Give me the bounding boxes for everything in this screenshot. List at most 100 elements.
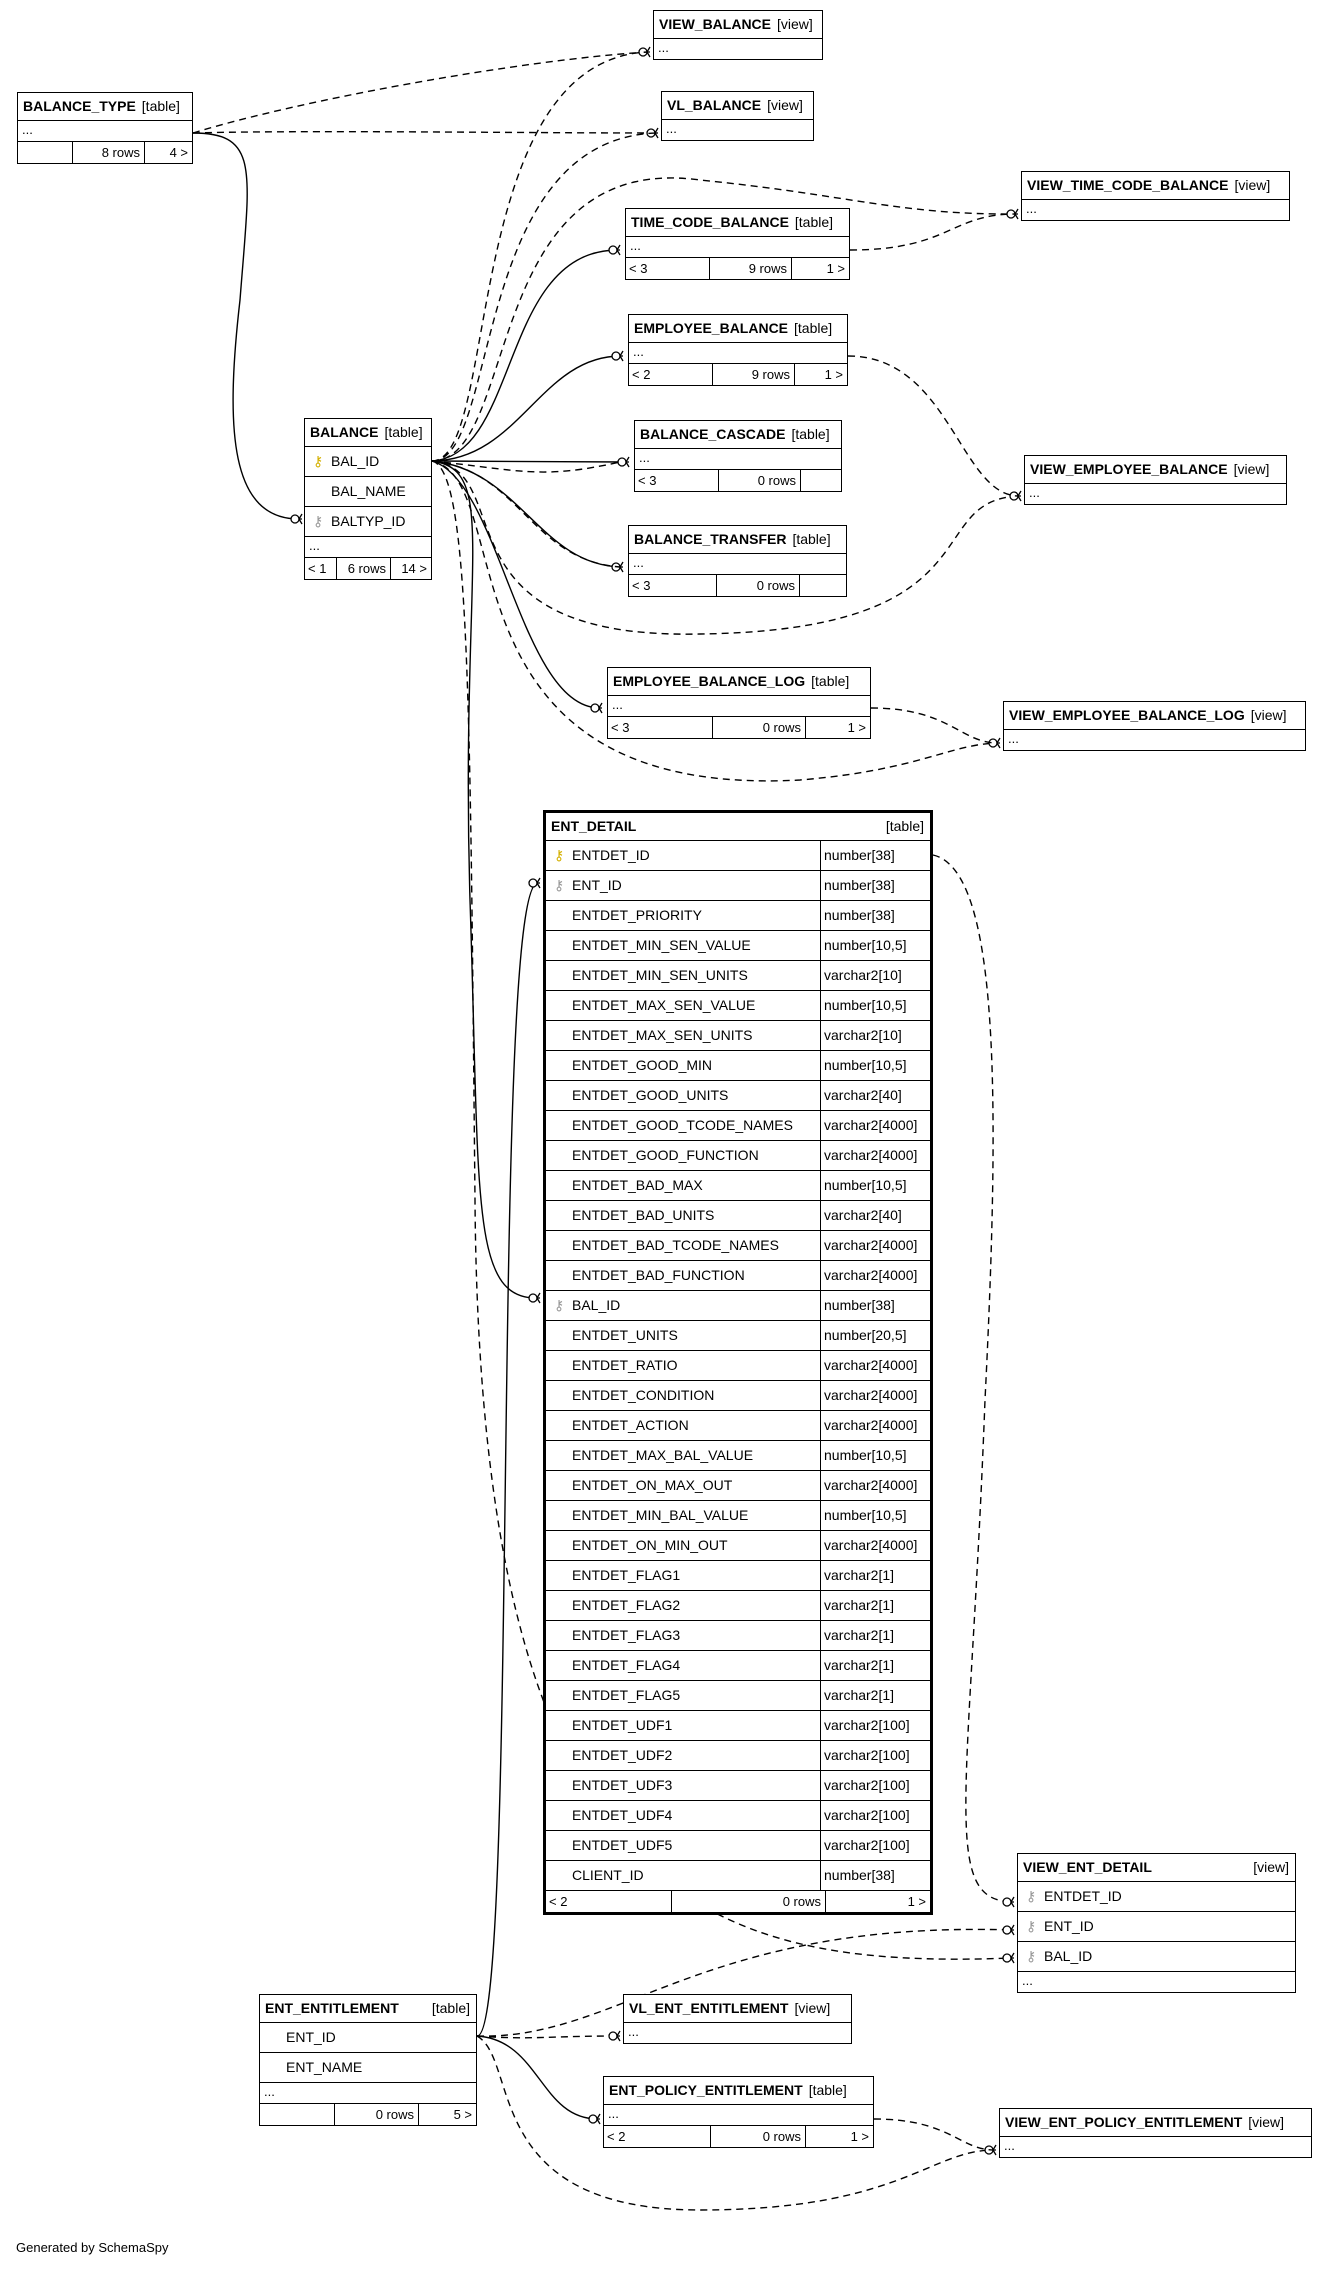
- table-title[interactable]: VIEW_ENT_DETAIL[view]: [1018, 1854, 1295, 1882]
- column-row[interactable]: ENT_ID: [260, 2023, 476, 2053]
- table-title[interactable]: BALANCE_CASCADE[table]: [635, 421, 841, 449]
- table-vl-ent-entitlement[interactable]: VL_ENT_ENTITLEMENT[view]...: [623, 1994, 852, 2044]
- column-row[interactable]: ⚷ENT_ID: [1018, 1912, 1295, 1942]
- parents-count[interactable]: < 2: [629, 364, 713, 385]
- parents-count[interactable]: < 3: [608, 717, 713, 738]
- parents-count[interactable]: < 2: [604, 2126, 711, 2147]
- children-count[interactable]: 5 >: [453, 2107, 472, 2122]
- table-title[interactable]: BALANCE[table]: [305, 419, 431, 447]
- parents-count[interactable]: < 3: [626, 258, 710, 279]
- table-title[interactable]: ENT_ENTITLEMENT[table]: [260, 1995, 476, 2023]
- parents-count[interactable]: < 3: [635, 470, 719, 491]
- table-view-ent-detail[interactable]: VIEW_ENT_DETAIL[view]⚷ENTDET_ID⚷ENT_ID⚷B…: [1017, 1853, 1296, 1993]
- table-title[interactable]: ENT_DETAIL[table]: [546, 813, 930, 841]
- parents-count[interactable]: < 1: [305, 558, 337, 579]
- table-title[interactable]: EMPLOYEE_BALANCE_LOG[table]: [608, 668, 870, 696]
- children-count[interactable]: [801, 470, 841, 491]
- children-count[interactable]: 4 >: [169, 145, 188, 160]
- table-view-employee-balance[interactable]: VIEW_EMPLOYEE_BALANCE[view]...: [1024, 455, 1287, 505]
- table-title[interactable]: EMPLOYEE_BALANCE[table]: [629, 315, 847, 343]
- table-title[interactable]: VIEW_EMPLOYEE_BALANCE[view]: [1025, 456, 1286, 484]
- table-title[interactable]: VIEW_BALANCE[view]: [654, 11, 822, 39]
- table-title[interactable]: BALANCE_TRANSFER[table]: [629, 526, 846, 554]
- parents-count[interactable]: < 3: [629, 575, 717, 596]
- table-title[interactable]: VIEW_EMPLOYEE_BALANCE_LOG[view]: [1004, 702, 1305, 730]
- table-title[interactable]: BALANCE_TYPE[table]: [18, 93, 192, 121]
- children-count[interactable]: 1 >: [824, 367, 843, 382]
- column-row[interactable]: ENT_NAME: [260, 2053, 476, 2083]
- children-count[interactable]: 14 >: [401, 561, 427, 576]
- table-title[interactable]: VIEW_TIME_CODE_BALANCE[view]: [1022, 172, 1289, 200]
- table-view-balance[interactable]: VIEW_BALANCE[view]...: [653, 10, 823, 60]
- children-count[interactable]: 1 >: [850, 2129, 869, 2144]
- children-count[interactable]: 1 >: [826, 261, 845, 276]
- table-vl-balance[interactable]: VL_BALANCE[view]...: [661, 91, 814, 141]
- table-title[interactable]: VL_ENT_ENTITLEMENT[view]: [624, 1995, 851, 2023]
- column-row[interactable]: ⚷BAL_ID: [305, 447, 431, 477]
- children-count[interactable]: 1 >: [907, 1894, 926, 1909]
- table-view-time-code-balance[interactable]: VIEW_TIME_CODE_BALANCE[view]...: [1021, 171, 1290, 221]
- children-count[interactable]: 1 >: [847, 720, 866, 735]
- column-row[interactable]: ⚷ENTDET_ID: [1018, 1882, 1295, 1912]
- table-title[interactable]: VIEW_ENT_POLICY_ENTITLEMENT[view]: [1000, 2109, 1311, 2137]
- table-title[interactable]: VL_BALANCE[view]: [662, 92, 813, 120]
- table-title[interactable]: ENT_POLICY_ENTITLEMENT[table]: [604, 2077, 873, 2105]
- column-row[interactable]: ⚷BALTYP_ID: [305, 507, 431, 537]
- table-view-ent-policy-entitlement[interactable]: VIEW_ENT_POLICY_ENTITLEMENT[view]...: [999, 2108, 1312, 2158]
- parents-count[interactable]: < 2: [546, 1891, 672, 1912]
- column-name: ENTDET_RATIO: [546, 1351, 820, 1380]
- table-title[interactable]: TIME_CODE_BALANCE[table]: [626, 209, 849, 237]
- children-count[interactable]: [800, 575, 846, 596]
- parents-count[interactable]: [18, 142, 73, 163]
- table-view-employee-balance-log[interactable]: VIEW_EMPLOYEE_BALANCE_LOG[view]...: [1003, 701, 1306, 751]
- parents-count[interactable]: [260, 2104, 335, 2125]
- column-row[interactable]: BAL_NAME: [305, 477, 431, 507]
- column-row[interactable]: ⚷BAL_ID: [1018, 1942, 1295, 1972]
